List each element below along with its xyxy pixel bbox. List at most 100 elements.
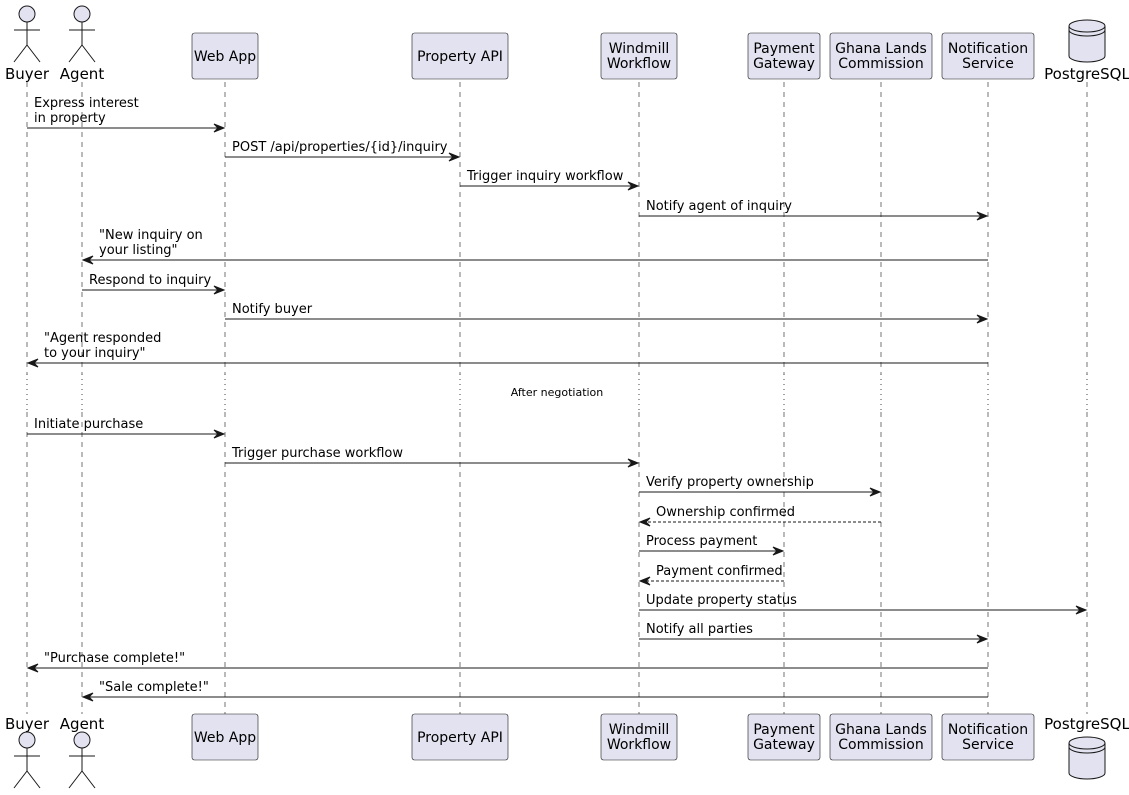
message-arrowhead (638, 517, 651, 527)
message-label: Verify property ownership (646, 475, 814, 490)
participant-top-webapp: Web App (191, 32, 259, 80)
participant-top-api: Property API (411, 32, 509, 80)
message-arrowhead (26, 358, 39, 368)
participant-label-api: Property API (417, 49, 503, 65)
message-arrowhead (638, 576, 651, 586)
actor-bottom-buyer: Buyer (5, 715, 50, 789)
message-6: Respond to inquiry (82, 273, 226, 295)
participant-bottom-webapp: Web App (191, 713, 259, 761)
message-18: "Sale complete!" (81, 680, 988, 702)
message-label: Notify buyer (232, 302, 313, 317)
message-arrowhead (81, 255, 94, 265)
message-10: Trigger purchase workflow (225, 446, 640, 468)
message-label: POST /api/properties/{id}/inquiry (232, 140, 448, 155)
message-label: "Purchase complete!" (44, 651, 185, 666)
message-3: Trigger inquiry workflow (460, 169, 640, 191)
participant-webapp: Web App (191, 713, 259, 761)
participant-box-payment (747, 32, 821, 80)
message-arrowhead (448, 152, 461, 162)
message-11: Verify property ownership (639, 475, 882, 497)
participant-label-api: Property API (417, 730, 503, 746)
message-arrowhead (213, 123, 226, 133)
participant-bottom-api: Property API (411, 713, 509, 761)
message-label: "Sale complete!" (99, 680, 209, 695)
participant-box-windmill (600, 32, 678, 80)
participant-box-notify (941, 713, 1035, 761)
participant-label-webapp: Web App (194, 49, 256, 65)
participant-api: Property API (411, 32, 509, 80)
message-label: Trigger purchase workflow (231, 446, 403, 461)
participant-api: Property API (411, 713, 509, 761)
divider-after-negotiation: After negotiation (511, 386, 604, 399)
database-cylinder-top-postgres (1068, 19, 1106, 63)
actor-head-top-agent (73, 5, 91, 23)
actor-head-bottom-buyer (18, 731, 36, 749)
actor-head-bottom-agent (73, 731, 91, 749)
message-arrowhead (213, 429, 226, 439)
message-arrowhead (1075, 605, 1088, 615)
message-7: Notify buyer (225, 302, 989, 324)
actor-head-top-buyer (18, 5, 36, 23)
message-arrowhead (869, 487, 882, 497)
actor-label-bottom-agent: Agent (60, 715, 105, 733)
message-2: POST /api/properties/{id}/inquiry (225, 140, 461, 162)
participant-box-payment (747, 713, 821, 761)
message-label: Initiate purchase (34, 417, 143, 432)
participant-box-lands (829, 713, 933, 761)
actor-bottom-agent: Agent (60, 715, 105, 789)
database-label-top-postgres: PostgreSQL (1044, 65, 1129, 83)
divider-label: After negotiation (511, 386, 604, 399)
actor-top-agent: Agent (60, 5, 105, 83)
participant-box-api (411, 713, 509, 761)
actor-label-top-buyer: Buyer (5, 65, 50, 83)
message-label: Process payment (646, 534, 757, 549)
message-arrowhead (213, 285, 226, 295)
participant-box-notify (941, 32, 1035, 80)
database-cylinder-bottom-postgres (1068, 736, 1106, 780)
actor-top-buyer: Buyer (5, 5, 50, 83)
message-9: Initiate purchase (27, 417, 226, 439)
participant-box-windmill (600, 713, 678, 761)
database-top-postgres: PostgreSQL (1044, 19, 1129, 83)
message-4: Notify agent of inquiry (639, 199, 989, 221)
message-arrowhead (26, 663, 39, 673)
participant-box-api (411, 32, 509, 80)
message-label: Notify all parties (646, 622, 753, 637)
message-label: Payment confirmed (656, 564, 783, 579)
message-13: Process payment (639, 534, 785, 556)
message-17: "Purchase complete!" (26, 651, 988, 673)
message-16: Notify all parties (639, 622, 989, 644)
message-arrowhead (627, 181, 640, 191)
database-label-bottom-postgres: PostgreSQL (1044, 715, 1129, 733)
actor-label-top-agent: Agent (60, 65, 105, 83)
participant-label-webapp: Web App (194, 730, 256, 746)
participant-box-webapp (191, 32, 259, 80)
lifelines (26, 82, 1088, 714)
message-12: Ownership confirmed (638, 505, 881, 527)
